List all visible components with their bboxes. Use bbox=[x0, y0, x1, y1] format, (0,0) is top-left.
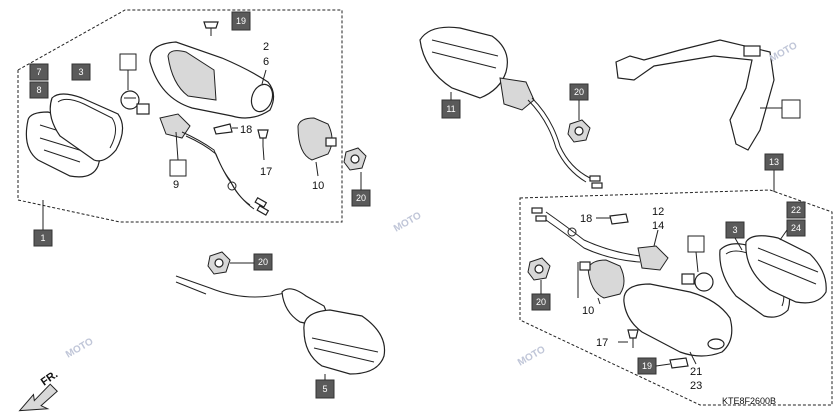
svg-text:13: 13 bbox=[769, 157, 779, 167]
svg-text:5: 5 bbox=[322, 384, 327, 394]
ref-box-8[interactable]: 8 bbox=[29, 81, 49, 99]
label-17-front: 17 bbox=[260, 166, 272, 178]
label-2: 2 bbox=[263, 41, 269, 53]
mount-rubber-10-rear bbox=[579, 259, 625, 299]
screw-18-front bbox=[213, 123, 233, 135]
svg-text:20: 20 bbox=[258, 257, 268, 267]
svg-text:20: 20 bbox=[356, 193, 366, 203]
ref-box-19-top[interactable]: 19 bbox=[231, 11, 251, 31]
mount-rubber-10-front bbox=[297, 117, 337, 161]
watermark-1: MOTO bbox=[392, 210, 424, 235]
svg-text:3: 3 bbox=[78, 67, 83, 77]
front-direction-label: FR. bbox=[39, 368, 60, 388]
label-10-rear: 10 bbox=[582, 305, 594, 317]
svg-text:19: 19 bbox=[642, 361, 652, 371]
svg-text:22: 22 bbox=[791, 205, 801, 215]
front-direction-arrow: FR. bbox=[18, 368, 60, 412]
ref-box-22[interactable]: 22 bbox=[786, 201, 806, 219]
svg-text:20: 20 bbox=[574, 87, 584, 97]
bulb-front-left bbox=[120, 90, 150, 115]
svg-text:20: 20 bbox=[536, 297, 546, 307]
ref-box-20-front[interactable]: 20 bbox=[351, 189, 371, 207]
ref-box-empty-bracket[interactable] bbox=[781, 99, 801, 119]
wire-connector-front-left bbox=[254, 196, 270, 216]
bulb-rear bbox=[681, 272, 714, 292]
label-9: 9 bbox=[173, 179, 179, 191]
clip-17-front bbox=[257, 129, 269, 146]
nut-20-bottom bbox=[207, 251, 231, 275]
turn-signal-5 bbox=[175, 275, 386, 375]
nut-20-front bbox=[343, 147, 367, 171]
socket-front-left bbox=[159, 113, 255, 210]
nut-20-right-top bbox=[567, 119, 591, 143]
bracket-top-right bbox=[615, 39, 775, 151]
ref-box-13[interactable]: 13 bbox=[764, 153, 784, 171]
housing-rear bbox=[623, 283, 733, 357]
nut-20-rear bbox=[527, 257, 551, 281]
screw-19-top bbox=[203, 21, 219, 36]
svg-text:24: 24 bbox=[791, 223, 801, 233]
socket-rear bbox=[637, 245, 669, 271]
watermark-2: MOTO bbox=[768, 40, 800, 65]
ref-box-5[interactable]: 5 bbox=[315, 379, 335, 399]
ref-box-1[interactable]: 1 bbox=[33, 229, 53, 247]
group-frame-rear-right bbox=[519, 168, 833, 406]
ref-box-empty-bulb-rear[interactable] bbox=[687, 235, 705, 253]
ref-box-empty-bulb-front[interactable] bbox=[119, 53, 137, 71]
ref-box-20-rear[interactable]: 20 bbox=[531, 293, 551, 311]
ref-box-11[interactable]: 11 bbox=[441, 99, 461, 119]
label-18-front: 18 bbox=[240, 124, 252, 136]
svg-text:7: 7 bbox=[36, 67, 41, 77]
lens-rear bbox=[745, 235, 827, 304]
ref-box-19-rear[interactable]: 19 bbox=[637, 357, 657, 375]
group-frame-front-left bbox=[17, 9, 343, 232]
wire-harness-rear bbox=[531, 207, 641, 263]
diagram-code: KTE8F2600B bbox=[722, 396, 776, 406]
label-17-rear: 17 bbox=[596, 337, 608, 349]
svg-text:11: 11 bbox=[446, 104, 455, 114]
clip-17-rear bbox=[627, 329, 639, 348]
ref-box-3-front[interactable]: 3 bbox=[71, 63, 91, 81]
svg-text:1: 1 bbox=[40, 233, 45, 243]
label-6: 6 bbox=[263, 56, 269, 68]
housing-front-left bbox=[149, 41, 275, 119]
ref-box-20-bottom[interactable]: 20 bbox=[253, 253, 273, 271]
label-12: 12 bbox=[652, 206, 664, 218]
screw-19-rear bbox=[669, 357, 689, 369]
ref-box-empty-socket-front[interactable] bbox=[169, 159, 187, 177]
ref-box-7[interactable]: 7 bbox=[29, 63, 49, 81]
gasket-front-left bbox=[49, 93, 124, 162]
label-14: 14 bbox=[652, 220, 664, 232]
ref-box-3-rear[interactable]: 3 bbox=[725, 221, 745, 239]
label-23: 23 bbox=[690, 380, 702, 392]
watermark-3: MOTO bbox=[516, 344, 548, 369]
ref-box-20-right-top[interactable]: 20 bbox=[569, 83, 589, 101]
ref-box-24[interactable]: 24 bbox=[786, 219, 806, 237]
svg-text:8: 8 bbox=[36, 85, 41, 95]
turn-signal-11 bbox=[419, 26, 603, 189]
svg-text:19: 19 bbox=[236, 16, 246, 26]
screw-18-rear bbox=[609, 213, 629, 225]
label-10-front: 10 bbox=[312, 180, 324, 192]
svg-text:3: 3 bbox=[732, 225, 737, 235]
label-21: 21 bbox=[690, 366, 702, 378]
label-18-rear: 18 bbox=[580, 213, 592, 225]
watermark-4: MOTO bbox=[64, 336, 96, 361]
